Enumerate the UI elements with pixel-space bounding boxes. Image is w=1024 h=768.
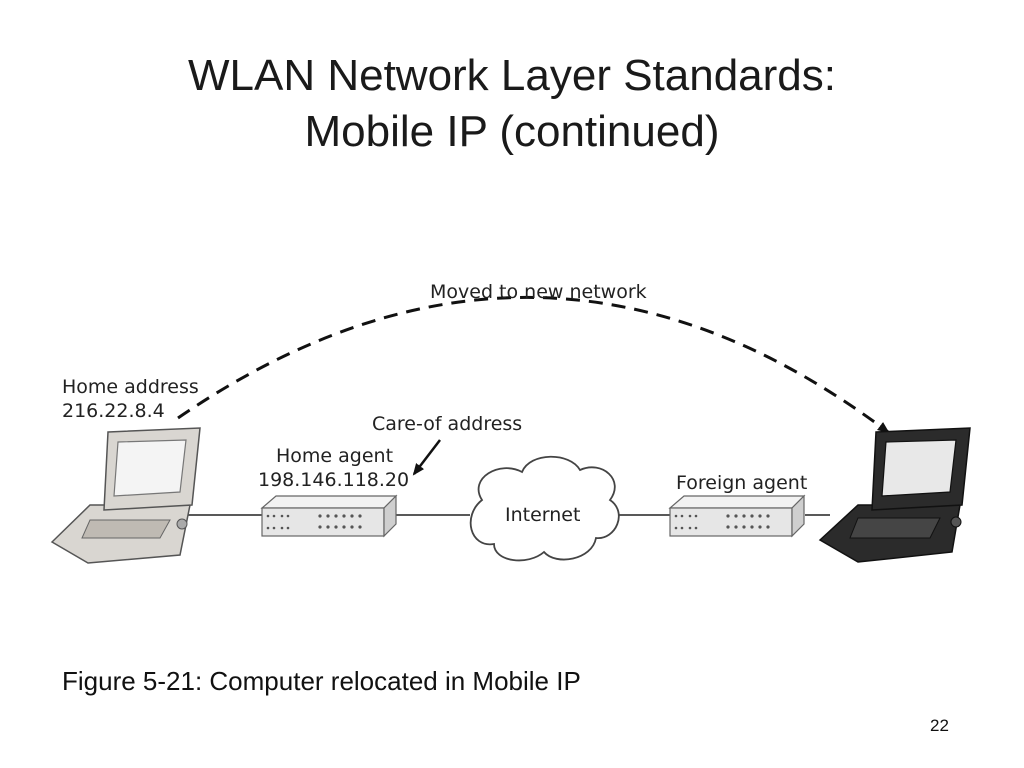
moved-arrow bbox=[177, 295, 890, 434]
foreign-agent-label: Foreign agent bbox=[676, 472, 807, 494]
title-line-1: WLAN Network Layer Standards: bbox=[187, 51, 837, 100]
home-laptop-icon bbox=[50, 427, 201, 564]
figure-caption: Figure 5-21: Computer relocated in Mobil… bbox=[62, 666, 581, 696]
care-of-arrow bbox=[412, 439, 441, 476]
home-agent-router-icon bbox=[260, 494, 398, 538]
home-agent-value: 198.146.118.20 bbox=[258, 469, 409, 491]
care-of-address-label: Care-of address bbox=[372, 413, 522, 435]
internet-cloud-icon bbox=[469, 455, 620, 562]
moved-label: Moved to new network bbox=[430, 281, 647, 303]
slide-title: WLAN Network Layer Standards: Mobile IP … bbox=[0, 48, 1024, 160]
home-agent-label: Home agent bbox=[276, 445, 393, 467]
relocated-laptop-icon bbox=[818, 427, 971, 563]
internet-label: Internet bbox=[505, 504, 580, 526]
home-address-label: Home address bbox=[62, 376, 199, 398]
home-address-value: 216.22.8.4 bbox=[62, 400, 165, 422]
foreign-agent-router-icon bbox=[668, 494, 806, 538]
title-line-2: Mobile IP (continued) bbox=[304, 107, 720, 156]
page-number: 22 bbox=[930, 716, 949, 735]
